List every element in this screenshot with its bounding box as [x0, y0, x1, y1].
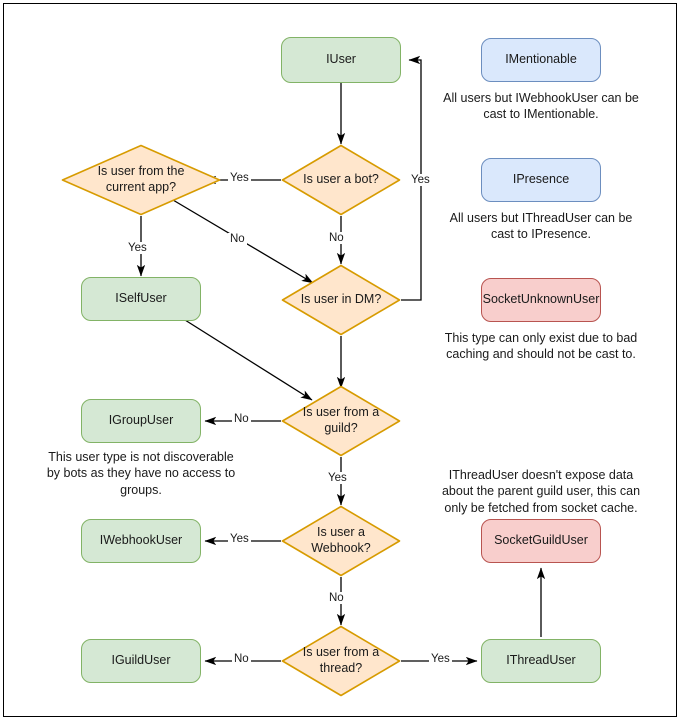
edge-label-bot-no: No: [327, 232, 346, 244]
node-imentionable-label: IMentionable: [505, 52, 577, 67]
is-user-in-dm-shape: [281, 264, 401, 336]
node-socketguilduser-label: SocketGuildUser: [494, 533, 588, 548]
node-ipresence-label: IPresence: [512, 172, 570, 187]
note-socketguilduser: IThreadUser doesn't expose data about th…: [441, 468, 641, 515]
node-imentionable[interactable]: IMentionable: [481, 38, 601, 82]
is-user-a-bot-shape: [281, 144, 401, 216]
edge-label-currentapp-yes: Yes: [126, 242, 149, 254]
note-socketunknownuser: This type can only exist due to bad cach…: [444, 331, 638, 362]
edge-label-webhook-yes: Yes: [228, 533, 251, 545]
node-is-user-a-webhook[interactable]: Is user a Webhook?: [281, 505, 401, 577]
node-iwebhookuser-label: IWebhookUser: [99, 533, 183, 548]
node-iwebhookuser[interactable]: IWebhookUser: [81, 519, 201, 563]
node-igroupuser[interactable]: IGroupUser: [81, 399, 201, 443]
edge-label-guild-no: No: [232, 413, 251, 425]
node-iselfuser[interactable]: ISelfUser: [81, 277, 201, 321]
node-is-user-in-dm[interactable]: Is user in DM?: [281, 264, 401, 336]
edge-label-bot-yes: Yes: [228, 172, 251, 184]
is-user-a-webhook-shape: [281, 505, 401, 577]
node-iguilduser[interactable]: IGuildUser: [81, 639, 201, 683]
edge-label-webhook-no: No: [327, 592, 346, 604]
node-iuser[interactable]: IUser: [281, 37, 401, 83]
node-is-user-a-bot-label: Is user a bot?: [303, 172, 379, 187]
is-user-from-current-app-shape: [61, 144, 221, 216]
node-socketunknownuser-label: SocketUnknownUser: [482, 292, 600, 307]
node-is-user-from-current-app-label: Is user from the current app?: [97, 164, 185, 194]
node-socketunknownuser[interactable]: SocketUnknownUser: [481, 278, 601, 322]
node-is-user-from-guild-label: Is user from a guild?: [302, 405, 380, 435]
node-socketguilduser[interactable]: SocketGuildUser: [481, 519, 601, 563]
edge-label-thread-no: No: [232, 653, 251, 665]
edge-label-thread-yes: Yes: [429, 653, 452, 665]
note-imentionable: All users but IWebhookUser can be cast t…: [443, 91, 639, 122]
is-user-from-thread-shape: [281, 625, 401, 697]
node-is-user-from-current-app[interactable]: Is user from the current app?: [61, 144, 221, 216]
node-iselfuser-label: ISelfUser: [115, 291, 167, 306]
node-igroupuser-label: IGroupUser: [108, 413, 174, 428]
node-ipresence[interactable]: IPresence: [481, 158, 601, 202]
node-ithreaduser[interactable]: IThreadUser: [481, 639, 601, 683]
node-is-user-a-bot[interactable]: Is user a bot?: [281, 144, 401, 216]
note-ipresence: All users but IThreadUser can be cast to…: [449, 211, 633, 242]
edge-label-guild-yes: Yes: [326, 472, 349, 484]
edge-label-dm-yes: Yes: [409, 174, 432, 186]
node-ithreaduser-label: IThreadUser: [506, 653, 576, 668]
node-is-user-a-webhook-label: Is user a Webhook?: [311, 525, 371, 555]
node-is-user-from-thread[interactable]: Is user from a thread?: [281, 625, 401, 697]
note-igroupuser: This user type is not discoverable by bo…: [46, 450, 236, 497]
node-iguilduser-label: IGuildUser: [111, 653, 171, 668]
node-is-user-from-thread-label: Is user from a thread?: [302, 645, 380, 675]
node-is-user-from-guild[interactable]: Is user from a guild?: [281, 385, 401, 457]
is-user-from-guild-shape: [281, 385, 401, 457]
node-iuser-label: IUser: [326, 52, 356, 67]
node-is-user-in-dm-label: Is user in DM?: [300, 292, 382, 307]
edge-label-currentapp-no: No: [228, 233, 247, 245]
